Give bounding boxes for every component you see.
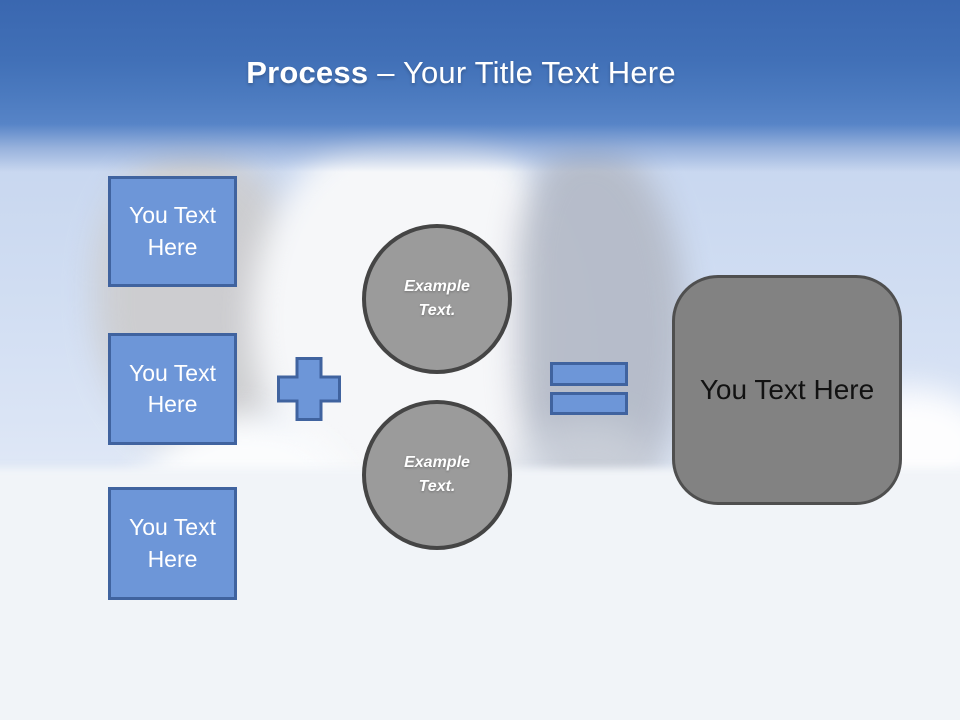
example-circle-2[interactable]: Example Text. bbox=[362, 400, 512, 550]
example-circle-1[interactable]: Example Text. bbox=[362, 224, 512, 374]
input-box-2-label: You Text Here bbox=[129, 359, 216, 417]
result-box[interactable]: You Text Here bbox=[672, 275, 902, 505]
plus-icon bbox=[277, 357, 341, 421]
slide-title-keyword: Process bbox=[246, 55, 369, 90]
equals-icon bbox=[550, 362, 628, 415]
result-box-label: You Text Here bbox=[699, 374, 875, 405]
example-circle-2-label: Example Text. bbox=[404, 454, 470, 495]
input-box-3[interactable]: You Text Here bbox=[108, 487, 237, 600]
example-circle-1-label: Example Text. bbox=[404, 278, 470, 319]
input-box-3-label: You Text Here bbox=[129, 514, 216, 572]
slide-title-subtext: – Your Title Text Here bbox=[377, 55, 676, 90]
equals-bottom-bar bbox=[550, 392, 628, 415]
input-box-1-label: You Text Here bbox=[129, 202, 216, 260]
slide-title[interactable]: Process– Your Title Text Here bbox=[0, 55, 922, 91]
input-box-1[interactable]: You Text Here bbox=[108, 176, 237, 287]
equals-top-bar bbox=[550, 362, 628, 386]
slide-header-band bbox=[0, 0, 960, 172]
input-box-2[interactable]: You Text Here bbox=[108, 333, 237, 445]
